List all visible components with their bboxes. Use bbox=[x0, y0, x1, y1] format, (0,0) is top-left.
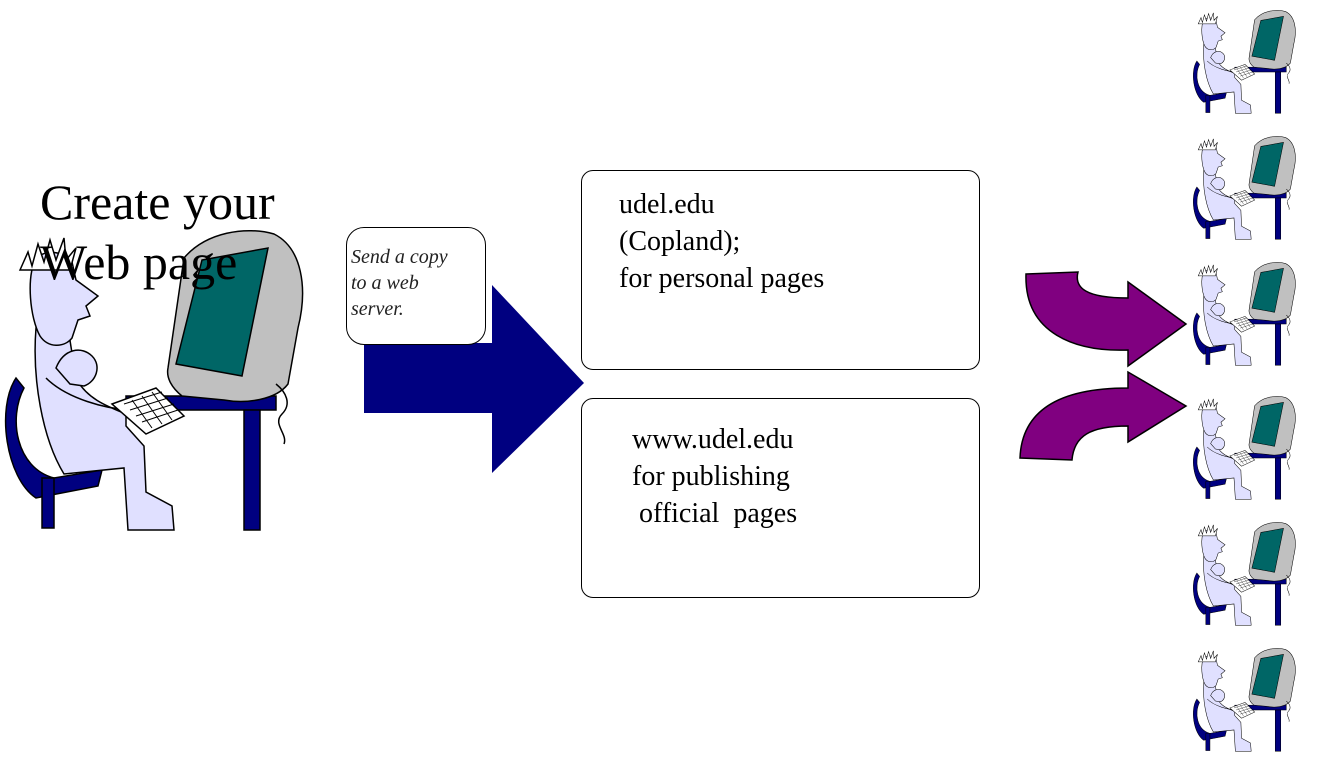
callout-line: Send a copy bbox=[351, 246, 448, 268]
curved-arrow-icon bbox=[1019, 370, 1188, 461]
reader-at-computer-icon bbox=[1193, 10, 1296, 114]
official-server-box: www.udel.edu for publishing official pag… bbox=[581, 398, 980, 598]
send-copy-callout: Send a copy to a web server. bbox=[346, 227, 486, 345]
server-line: for personal pages bbox=[619, 263, 825, 294]
create-web-page-title: Create your Web page bbox=[40, 174, 275, 290]
server-line: (Copland); bbox=[619, 226, 741, 257]
server-line: for publishing bbox=[632, 461, 790, 492]
personal-server-box: udel.edu (Copland); for personal pages bbox=[581, 170, 980, 370]
reader-at-computer-icon bbox=[1193, 396, 1296, 500]
reader-at-computer-icon bbox=[1193, 136, 1296, 240]
reader-at-computer-icon bbox=[1193, 522, 1296, 626]
curved-arrow-icon bbox=[1025, 271, 1188, 368]
callout-line: to a web bbox=[351, 272, 419, 294]
send-arrow-icon bbox=[364, 285, 584, 473]
server-line: official pages bbox=[632, 498, 798, 529]
reader-at-computer-icon bbox=[1193, 648, 1296, 752]
reader-at-computer-icon bbox=[1193, 262, 1296, 366]
server-line: udel.edu bbox=[619, 189, 715, 220]
server-line: www.udel.edu bbox=[632, 424, 794, 455]
callout-line: server. bbox=[351, 298, 404, 320]
